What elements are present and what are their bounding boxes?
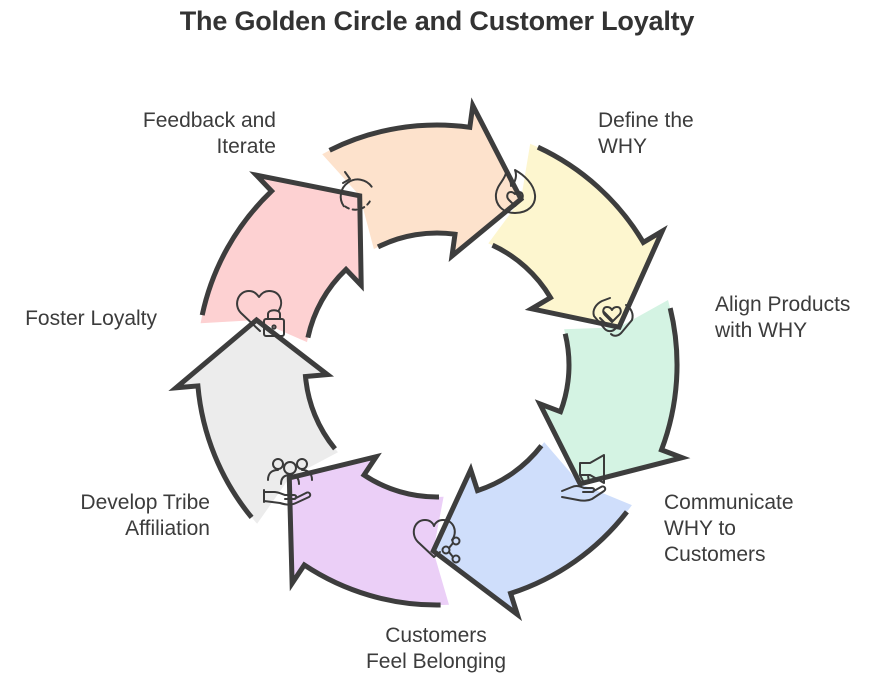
segment-outline-align <box>328 97 525 263</box>
segment-outline-loyalty <box>286 452 441 608</box>
diagram-title: The Golden Circle and Customer Loyalty <box>179 6 695 36</box>
megaphone-hand-icon <box>561 454 607 502</box>
heart-lock-icon <box>236 290 285 337</box>
segment-feedback <box>176 320 338 524</box>
segment-outline-communicate <box>491 144 668 331</box>
segment-outline-define <box>199 171 364 339</box>
hands-heart-icon <box>592 297 634 337</box>
flame-heart-icon <box>494 169 537 214</box>
segment-loyalty <box>289 456 449 606</box>
segment-belonging <box>539 300 683 484</box>
segment-outline-belonging <box>534 307 691 487</box>
segment-communicate <box>488 143 663 328</box>
segment-align <box>322 105 521 256</box>
community-hand-icon <box>263 458 313 506</box>
heart-share-icon <box>412 519 461 564</box>
step-label-loyalty: Foster Loyalty <box>25 307 157 330</box>
refresh-icon <box>339 171 373 211</box>
segment-outline-feedback <box>168 316 337 519</box>
segment-outline-tribe <box>430 444 629 622</box>
